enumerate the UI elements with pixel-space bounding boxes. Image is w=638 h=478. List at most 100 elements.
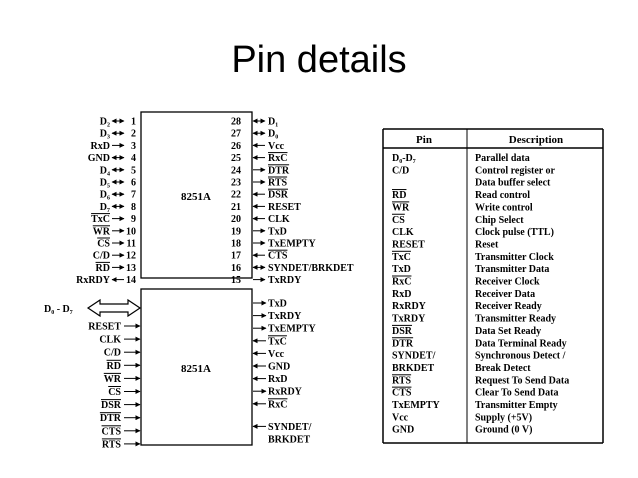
top-pin-rxd: RxD [91, 141, 110, 152]
top-pin-d: D₅ [100, 178, 110, 189]
top-pin-rts: RTS [268, 178, 288, 189]
top-pin-d: D₀ [268, 129, 278, 140]
table-cell-description: Clear To Send Data [475, 388, 558, 399]
table-cell-description: Transmitter Ready [475, 314, 556, 325]
table-cell-description: Chip Select [475, 215, 524, 226]
bottom-pin-cs: CS [108, 387, 121, 398]
table-cell-pin: RD [392, 190, 406, 201]
table-cell-pin: SYNDET/ [392, 351, 436, 362]
table-cell-description: Supply (+5V) [475, 412, 532, 423]
top-pin-reset: RESET [268, 202, 301, 213]
top-pin-number: 5 [131, 165, 136, 176]
top-pin-number: 19 [231, 226, 241, 237]
table-cell-pin: RTS [392, 375, 412, 386]
top-pin-number: 7 [131, 190, 136, 201]
table-header-pin: Pin [416, 134, 432, 146]
table-cell-pin: WR [392, 202, 410, 213]
chip-top-name: 8251A [181, 191, 211, 203]
top-pin-number: 10 [126, 226, 136, 237]
top-pin-number: 15 [231, 275, 241, 286]
table-cell-pin: DSR [392, 326, 413, 337]
top-pin-number: 11 [127, 239, 136, 250]
top-pin-vcc: Vcc [268, 141, 285, 152]
bottom-pin-txrdy: TxRDY [268, 311, 302, 322]
top-pin-number: 1 [131, 117, 136, 128]
table-cell-description: Reset [475, 239, 499, 250]
table-cell-description: Transmitter Data [475, 264, 549, 275]
top-pin-number: 22 [231, 190, 241, 201]
bottom-pin-clk: CLK [99, 335, 121, 346]
top-pin-cs: CS [97, 239, 110, 250]
top-pin-txd: TxD [268, 226, 287, 237]
bottom-pin-txc: TxC [268, 336, 287, 347]
bottom-pin-dsr: DSR [101, 400, 122, 411]
table-cell-pin: RxD [392, 289, 411, 300]
table-cell-description: Receiver Ready [475, 301, 542, 312]
top-pin-d: D₁ [268, 117, 278, 128]
data-bus-label: D₀ - D₇ [44, 304, 73, 315]
data-bus-arrow [86, 298, 142, 318]
table-cell-pin: D₀-D₇ [392, 153, 416, 164]
top-pin-number: 25 [231, 153, 241, 164]
table-cell-description: Receiver Clock [475, 277, 540, 288]
table-cell-description: Request To Send Data [475, 375, 569, 386]
bottom-pin-rxc: RxC [268, 399, 287, 410]
top-pin-syndet-brkdet: SYNDET/BRKDET [268, 263, 354, 274]
top-pin-clk: CLK [268, 214, 290, 225]
table-cell-pin: TxRDY [392, 314, 426, 325]
table-cell-pin: RxC [392, 277, 411, 288]
top-pin-c-d: C/D [93, 251, 110, 262]
bottom-pin-cts: CTS [102, 426, 122, 437]
bottom-pin-gnd: GND [268, 362, 290, 373]
table-cell-pin: RESET [392, 239, 425, 250]
top-pin-number: 12 [126, 251, 136, 262]
bottom-pin-reset: RESET [88, 322, 121, 333]
top-pin-number: 16 [231, 263, 241, 274]
top-pin-number: 18 [231, 239, 241, 250]
top-pin-number: 21 [231, 202, 241, 213]
table-header-description: Description [509, 134, 563, 146]
chip-bottom-name: 8251A [181, 363, 211, 375]
table-cell-pin: C/D [392, 165, 409, 176]
table-cell-pin: TxEMPTY [392, 400, 441, 411]
table-cell-pin: CLK [392, 227, 414, 238]
top-pin-txc: TxC [91, 214, 110, 225]
top-pin-wr: WR [93, 226, 111, 237]
top-pin-number: 24 [231, 165, 241, 176]
top-pin-number: 13 [126, 263, 136, 274]
table-cell-description: Control register or [475, 165, 556, 176]
table-cell-pin: TxC [392, 252, 411, 263]
table-cell-pin: Vcc [392, 412, 409, 423]
top-pin-dtr: DTR [268, 165, 290, 176]
top-pin-cts: CTS [268, 251, 288, 262]
bottom-pin-vcc: Vcc [268, 349, 285, 360]
top-pin-number: 3 [131, 141, 136, 152]
table-cell-description: Break Detect [475, 363, 531, 374]
top-pin-rd: RD [96, 263, 110, 274]
table-cell-pin: RxRDY [392, 301, 427, 312]
top-pin-d: D₃ [100, 129, 110, 140]
top-pin-d: D₂ [100, 117, 110, 128]
bottom-pin-txd: TxD [268, 299, 287, 310]
bottom-pin-rxd: RxD [268, 374, 287, 385]
table-cell-pin: BRKDET [392, 363, 435, 374]
bottom-pin-syndet: SYNDET/ [268, 422, 312, 433]
top-pin-rxrdy: RxRDY [76, 275, 111, 286]
top-pin-number: 23 [231, 178, 241, 189]
table-cell-pin: GND [392, 425, 414, 436]
bottom-pin-dtr: DTR [100, 413, 122, 424]
top-pin-number: 4 [131, 153, 136, 164]
table-cell-description: Read control [475, 190, 530, 201]
top-pin-txrdy: TxRDY [268, 275, 302, 286]
bottom-pin-c-d: C/D [104, 348, 121, 359]
top-pin-number: 20 [231, 214, 241, 225]
top-pin-number: 28 [231, 117, 241, 128]
top-pin-dsr: DSR [268, 190, 289, 201]
bottom-pin-rxrdy: RxRDY [268, 387, 303, 398]
table-cell-pin: CTS [392, 388, 412, 399]
table-cell-description: Parallel data [475, 153, 530, 164]
table-cell-description: Data Set Ready [475, 326, 541, 337]
table-cell-description: Synchronous Detect / [475, 351, 566, 362]
table-cell-description: Write control [475, 202, 533, 213]
